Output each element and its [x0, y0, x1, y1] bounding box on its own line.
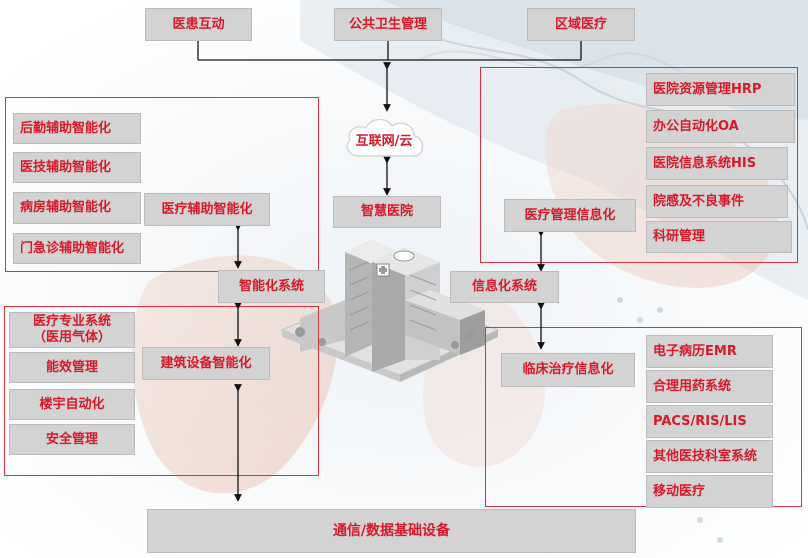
left-item-emergency: 门急诊辅助智能化 [13, 233, 141, 264]
bottom-item-building-automation: 楼宇自动化 [9, 389, 135, 420]
bottom-left-frame [4, 306, 319, 476]
mgmt-frame [480, 67, 798, 263]
mgmt-item-research: 科研管理 [646, 221, 792, 253]
left-item-ward: 病房辅助智能化 [13, 192, 141, 224]
medical-management-info-box: 医疗管理信息化 [504, 199, 636, 232]
left-item-medtech: 医技辅助智能化 [13, 152, 141, 183]
mgmt-item-hrp: 医院资源管理HRP [646, 73, 795, 106]
info-system-box: 信息化系统 [450, 271, 559, 303]
top-box-public-health: 公共卫生管理 [334, 8, 442, 41]
clinical-item-other-depts: 其他医技科室系统 [646, 440, 773, 473]
clinical-item-mobile: 移动医疗 [646, 475, 773, 508]
medical-aux-intelligence-box: 医疗辅助智能化 [144, 193, 270, 226]
building-equipment-intelligence-box: 建筑设备智能化 [142, 347, 270, 380]
clinical-treatment-info-box: 临床治疗信息化 [501, 353, 635, 387]
cloud-icon [346, 118, 424, 157]
top-box-patient-interaction: 医患互动 [145, 8, 252, 41]
cloud-label: 互联网/云 [355, 133, 413, 149]
bottom-item-medical-gas: 医疗专业系统 （医用气体） [9, 312, 135, 348]
base-infrastructure-box: 通信/数据基础设备 [147, 509, 636, 553]
bottom-item-energy: 能效管理 [9, 352, 135, 383]
clinical-item-pacs: PACS/RIS/LIS [646, 405, 773, 438]
clinical-frame [485, 327, 802, 507]
mgmt-item-his: 医院信息系统HIS [646, 147, 788, 180]
left-item-logistics: 后勤辅助智能化 [13, 113, 141, 144]
mgmt-item-oa: 办公自动化OA [646, 110, 795, 143]
intelligent-system-box: 智能化系统 [218, 270, 325, 303]
top-box-regional-medical: 区域医疗 [527, 8, 635, 41]
clinical-item-medication: 合理用药系统 [646, 370, 773, 403]
mgmt-item-infection: 院感及不良事件 [646, 185, 788, 218]
clinical-item-emr: 电子病历EMR [646, 335, 773, 368]
hospital-building-illustration [280, 240, 500, 382]
smart-hospital-box: 智慧医院 [333, 196, 441, 228]
left-frame [5, 97, 319, 272]
bottom-item-security: 安全管理 [9, 424, 135, 455]
